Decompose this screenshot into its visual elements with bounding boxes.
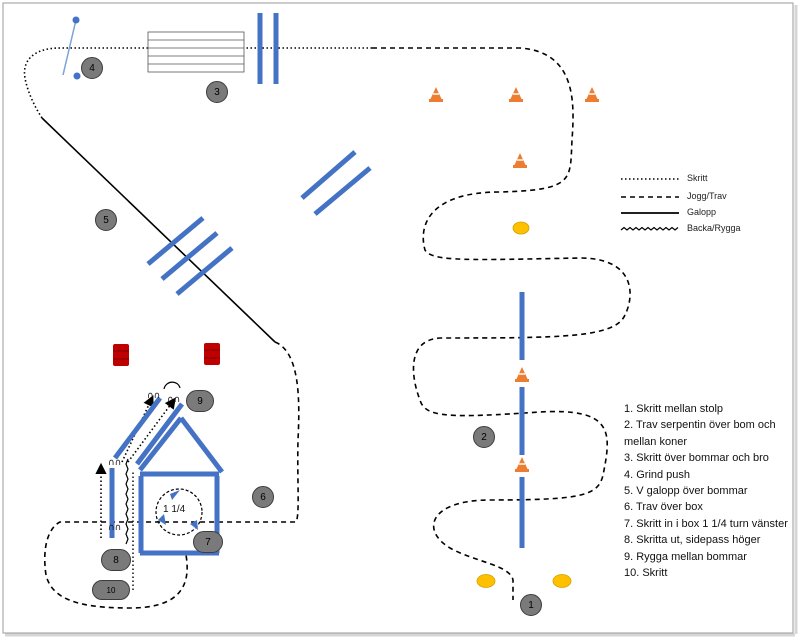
spot xyxy=(552,574,572,588)
turn-arc-9 xyxy=(163,381,181,390)
instruction-item: 9. Rygga mellan bommar xyxy=(624,550,747,563)
legend-label-backa-rygga: Backa/Rygga xyxy=(687,223,741,233)
station-marker-10: 10 xyxy=(92,580,130,600)
turn-arrow-1 xyxy=(170,490,180,500)
gate-rail xyxy=(62,19,77,76)
pole-diag-5 xyxy=(175,246,234,296)
cone xyxy=(515,457,529,472)
pole-diag-4 xyxy=(160,231,219,281)
station-marker-1: 1 xyxy=(520,594,542,616)
gallop-path xyxy=(41,117,276,343)
trot-serpentine-path xyxy=(372,47,631,600)
box-roof-left xyxy=(138,416,183,472)
instruction-item: 1. Skritt mellan stolp xyxy=(624,403,724,415)
station-marker-4: 4 xyxy=(81,57,103,79)
cone xyxy=(429,87,443,102)
backing-path xyxy=(125,458,129,545)
hoofprint-icon: ∩∩ xyxy=(108,458,121,468)
station-marker-8: 8 xyxy=(101,549,131,571)
station-marker-6: 6 xyxy=(252,486,274,508)
legend-line-wavy xyxy=(620,226,679,231)
gate-post-top xyxy=(72,16,80,24)
instruction-item: 6. Trav över box xyxy=(624,501,703,514)
cone xyxy=(515,367,529,382)
cone xyxy=(509,87,523,102)
station-marker-7: 7 xyxy=(193,531,223,553)
pole-diag-1 xyxy=(300,150,357,200)
legend-label-skritt: Skritt xyxy=(687,173,708,183)
instruction-item: 3. Skritt över bommar och bro xyxy=(624,452,769,465)
trot-path-box xyxy=(44,341,300,609)
instruction-item: 7. Skritt in i box 1 1/4 turn vänster xyxy=(624,517,788,530)
legend-label-jogg-trav: Jogg/Trav xyxy=(687,191,727,201)
legend-label-galopp: Galopp xyxy=(687,207,717,217)
hoofprint-icon: ∩∩ xyxy=(108,523,121,533)
instructions-list: 1. Skritt mellan stolp 2. Trav serpentin… xyxy=(624,401,794,581)
turn-circle xyxy=(155,488,203,536)
turn-arrow-2 xyxy=(190,520,198,530)
pole-diag-2 xyxy=(313,166,372,216)
barrel xyxy=(113,344,129,366)
cone xyxy=(513,153,527,168)
bridge xyxy=(147,31,245,73)
station-marker-5: 5 xyxy=(95,209,117,231)
gate-post-bottom xyxy=(73,72,81,80)
chute-pole-1 xyxy=(113,396,162,460)
instruction-item: 10. Skritt xyxy=(624,567,668,580)
spot xyxy=(476,574,496,588)
station-marker-3: 3 xyxy=(206,81,228,103)
instruction-item: 5. V galopp över bommar xyxy=(624,485,748,498)
turn-arrow-3 xyxy=(158,514,166,525)
station-marker-2: 2 xyxy=(473,426,495,448)
instruction-item: 2. Trav serpentin över bom och mellan ko… xyxy=(624,419,776,448)
walk-arrow-3 xyxy=(127,397,176,463)
spot xyxy=(512,221,530,235)
instruction-item: 4. Grind push xyxy=(624,468,691,481)
barrel xyxy=(204,343,220,365)
box-roof-right xyxy=(179,416,224,474)
chute-pole-2 xyxy=(135,402,184,466)
pole-diag-3 xyxy=(146,216,205,266)
hoofprint-icon: ∩∩ xyxy=(147,391,160,401)
turn-label: 1 1/4 xyxy=(163,504,186,515)
cone xyxy=(585,87,599,102)
instruction-item: 8. Skritta ut, sidepass höger xyxy=(624,534,761,547)
hoofprint-icon: ∩∩ xyxy=(167,395,180,405)
station-marker-9: 9 xyxy=(186,390,214,412)
